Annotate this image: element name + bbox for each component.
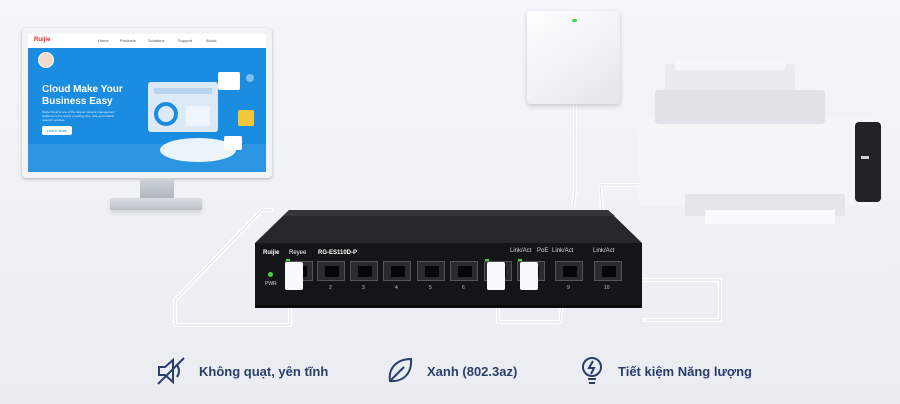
access-point: [527, 11, 620, 104]
port-number: 3: [362, 285, 365, 291]
ethernet-port-2[interactable]: [317, 261, 345, 281]
feature-label: Xanh (802.3az): [427, 364, 518, 379]
cable-connector: [520, 262, 538, 290]
ethernet-port-6[interactable]: [450, 261, 478, 281]
link-act-label: Link/Act: [510, 248, 532, 254]
ethernet-port-10[interactable]: [594, 261, 622, 281]
port-number: 4: [395, 285, 398, 291]
switch-logo: Ruijie: [263, 250, 280, 256]
switch-model: RG-ES110D-P: [318, 250, 358, 256]
nav-link[interactable]: Home: [98, 38, 109, 43]
ap-status-led: [572, 19, 577, 22]
cloud-illustration: [148, 72, 254, 162]
link-act-label: Link/Act: [593, 248, 615, 254]
nav-link[interactable]: Products: [120, 38, 136, 43]
website-nav: Ruijie Home Products Solutions Support A…: [28, 34, 266, 48]
port-number: 10: [604, 285, 610, 291]
pwr-label: PWR: [265, 281, 277, 287]
nav-link[interactable]: About: [206, 38, 217, 43]
cable-connector: [487, 262, 505, 290]
leaf-icon: [388, 357, 413, 383]
nav-link[interactable]: Support: [178, 38, 193, 43]
hero-title: Cloud Make Your Business Easy: [42, 84, 123, 107]
avatar: [38, 52, 54, 68]
switch-sub-brand: Reyee: [289, 250, 307, 256]
power-led: [268, 272, 273, 277]
feature-label: Tiết kiệm Năng lượng: [618, 364, 752, 379]
ethernet-port-9[interactable]: [555, 261, 583, 281]
port-1-led: [286, 259, 290, 261]
port-7-led: [485, 259, 489, 261]
switch-front-panel: Ruijie Reyee RG-ES110D-P Link/Act PoE Li…: [255, 243, 642, 305]
port-number: 9: [567, 285, 570, 291]
monitor: Ruijie Home Products Solutions Support A…: [22, 28, 272, 178]
learn-more-button[interactable]: Learn More: [42, 126, 72, 135]
port-number: 2: [329, 285, 332, 291]
ethernet-port-4[interactable]: [383, 261, 411, 281]
ethernet-port-5[interactable]: [417, 261, 445, 281]
ethernet-port-3[interactable]: [350, 261, 378, 281]
cable-connector: [285, 262, 303, 290]
link-act-label: Link/Act: [552, 248, 574, 254]
feature-label: Không quạt, yên tĩnh: [199, 364, 329, 379]
printer: [639, 60, 881, 224]
nav-link[interactable]: Solutions: [148, 38, 165, 43]
no-fan-icon: [157, 357, 185, 385]
monitor-base: [110, 198, 202, 210]
poe-label: PoE: [537, 248, 549, 254]
hero-text: Ruijie Cloud is one of the largest netwo…: [42, 110, 115, 122]
website-logo: Ruijie: [34, 37, 51, 43]
port-8-led: [518, 259, 522, 261]
website-footer: [28, 144, 266, 172]
energy-bulb-icon: [582, 357, 602, 384]
port-number: 5: [429, 285, 432, 291]
port-number: 6: [462, 285, 465, 291]
monitor-screen: Ruijie Home Products Solutions Support A…: [28, 34, 266, 172]
monitor-stand: [140, 178, 174, 200]
